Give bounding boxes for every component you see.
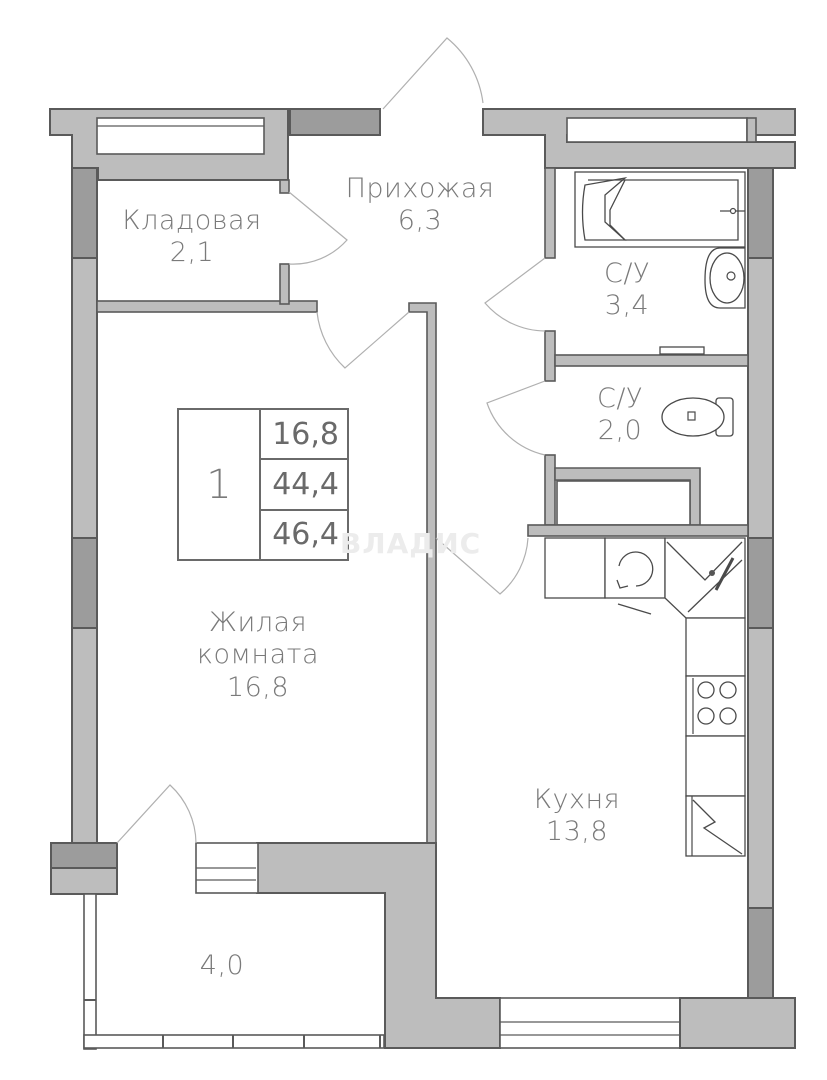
right-exterior-wall [747, 167, 774, 999]
door-swings [116, 37, 546, 844]
apartment-info-table: 1 16,8 44,4 46,4 [177, 408, 349, 561]
living-area-value: 16,8 [261, 410, 347, 461]
living-room-partition [408, 302, 437, 844]
bathtub-icon [574, 171, 746, 248]
room-name: Кладовая [122, 205, 262, 236]
room-label-hallway: Прихожая 6,3 [346, 173, 495, 238]
toilet-icon [661, 397, 734, 437]
watermark-logo: ВЛАДИС [340, 527, 482, 560]
room-name: С/У [597, 383, 643, 414]
room-name: С/У [604, 258, 650, 289]
room-area: 13,8 [545, 816, 609, 848]
room-area: 2,0 [597, 415, 643, 447]
room-label-balcony: 4,0 [200, 950, 244, 982]
top-left-wall [49, 108, 381, 181]
room-label-living-room: Жилая комната 16,8 [197, 607, 319, 704]
top-right-wall [482, 108, 796, 169]
room-area: 6,3 [397, 205, 443, 237]
room-area: 16,8 [226, 671, 290, 703]
room-label-kitchen: Кухня 13,8 [534, 784, 620, 849]
total-area-value: 46,4 [272, 517, 339, 553]
kitchen-counter [544, 537, 746, 857]
storage-partitions [96, 179, 318, 313]
room-name: Прихожая [345, 173, 495, 204]
balcony-glazing [83, 893, 385, 1050]
room-name-line1: Жилая [208, 607, 308, 638]
room-label-storage: Кладовая 2,1 [122, 205, 261, 270]
room-name: Кухня [533, 784, 621, 815]
room-label-bathroom-2: С/У 2,0 [597, 383, 643, 448]
room-label-bathroom-1: С/У 3,4 [604, 258, 650, 323]
sink-icon [704, 247, 746, 309]
towel-rail-icon [659, 346, 705, 355]
left-exterior-wall [50, 167, 118, 895]
area-without-balcony-value: 44,4 [261, 460, 347, 511]
bottom-walls [195, 842, 796, 1049]
room-count: 1 [179, 410, 261, 559]
room-area: 4,0 [199, 950, 245, 981]
bathroom-partitions [527, 167, 749, 537]
room-area: 3,4 [604, 290, 650, 322]
room-name-line2: комната [197, 639, 319, 671]
room-area: 2,1 [169, 237, 215, 269]
